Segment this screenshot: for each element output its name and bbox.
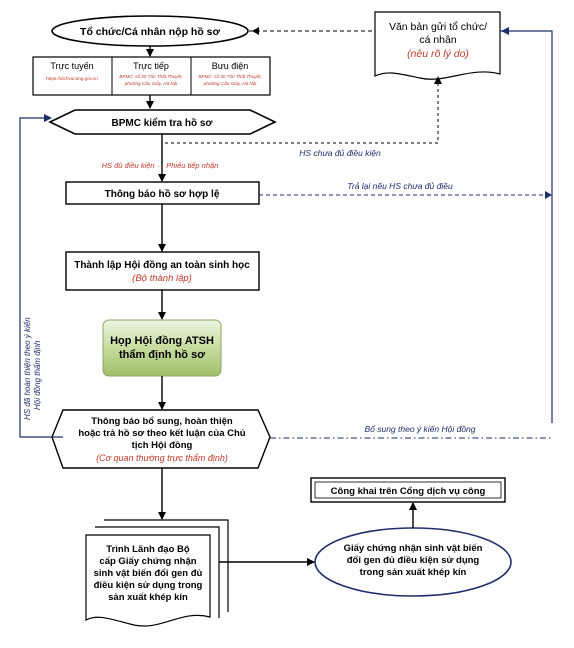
publish-node: Công khai trên Cổng dịch vụ công [310,477,506,503]
submit-node: Trình Lãnh đạo Bộ cấp Giấy chứng nhận si… [85,519,229,627]
submit-line2: cấp Giấy chứng nhận [99,556,196,567]
label-return-not-enough: Trả lại nếu HS chưa đủ điều [347,181,453,191]
notify-node: Thông báo bổ sung, hoàn thiện hoặc trả h… [51,409,271,469]
start-label: Tổ chức/Cá nhân nộp hồ sơ [80,26,220,38]
notify-sub: (Cơ quan thường trực thẩm định) [96,453,228,463]
notify-line2: hoặc trả hồ sơ theo kết luận của Chủ [78,428,245,439]
valid-notice-node: Thông báo hồ sơ hợp lệ [65,181,260,205]
meeting-line1: Họp Hội đồng ATSH [110,335,214,347]
returned-doc-line2: cá nhân [419,34,457,46]
council-node: Thành lập Hội đồng an toàn sinh học (Bộ … [65,251,260,291]
connector-check-returned [161,76,439,144]
arrowhead-loop [44,114,52,122]
submit-line3: sinh vật biến đổi gen đủ [94,568,203,579]
channel-direct-addr1: BPMC: số 30 Tôn Thất Thuyết, [119,73,182,79]
label-not-enough: HS chưa đủ điều kiện [299,148,381,158]
channel-online-title: Trực tuyến [50,61,93,71]
meeting-line2: thẩm định hồ sơ [119,349,205,361]
valid-notice-label: Thông báo hồ sơ hợp lệ [105,188,220,200]
notify-line1: Thông báo bổ sung, hoàn thiện [91,416,233,427]
arrowhead-up [434,76,442,84]
channel-direct-title: Trực tiếp [133,61,169,71]
label-enough: HS đủ điều kiện → Phiếu tiếp nhận [102,161,219,170]
council-label: Thành lập Hội đồng an toàn sinh học [74,259,250,271]
channel-direct-addr2: phường Cầu Giấy, Hà Nội [124,80,179,86]
arrowhead-left [252,27,259,35]
start-node: Tổ chức/Cá nhân nộp hồ sơ [51,15,249,47]
returned-doc-reason: (nêu rõ lý do) [407,48,469,60]
returned-doc-line1: Văn bản gửi tổ chức/ [389,21,487,33]
council-sub: (Bộ thành lập) [132,273,192,284]
arrowhead-returned [501,27,509,35]
certificate-line3: trong sản xuất khép kín [360,567,467,578]
channel-post-title: Bưu điện [212,61,249,71]
submit-line4: điều kiện sử dụng trong [94,580,203,591]
channel-boxes: Trực tuyến https://dichvucong.gov.vn Trự… [32,56,271,96]
certificate-node: Giấy chứng nhận sinh vật biến đổi gen đủ… [314,527,512,597]
certificate-line1: Giấy chứng nhận sinh vật biến [344,543,483,554]
check-node: BPMC kiểm tra hồ sơ [48,109,277,135]
check-label: BPMC kiểm tra hồ sơ [111,117,213,129]
channel-post-addr2: phường Cầu Giấy, Hà Nội [203,80,258,86]
label-completed-line1: HS đã hoàn thiện theo ý kiến [23,317,32,420]
label-completed-line2: Hội đồng thẩm định [33,340,42,410]
returned-document-node: Văn bản gửi tổ chức/ cá nhân (nêu rõ lý … [374,11,501,80]
arrowhead-right [545,191,552,199]
connector-completed-loop [19,117,63,438]
meeting-node: Họp Hội đồng ATSH thẩm định hồ sơ [102,319,222,377]
connector-right-return [500,30,553,423]
channel-post-addr1: BPMC: số 30 Tôn Thất Thuyết, [198,73,261,79]
certificate-line2: đổi gen đủ điều kiện sử dụng [347,555,480,566]
notify-line3: tịch Hội đồng [132,440,193,451]
label-supplement: Bổ sung theo ý kiến Hội đồng [364,424,475,434]
submit-line5: sản xuất khép kín [108,592,188,603]
publish-label: Công khai trên Cổng dịch vụ công [331,486,486,497]
channel-online-url: https://dichvucong.gov.vn [46,76,98,81]
submit-line1: Trình Lãnh đạo Bộ [106,544,190,555]
